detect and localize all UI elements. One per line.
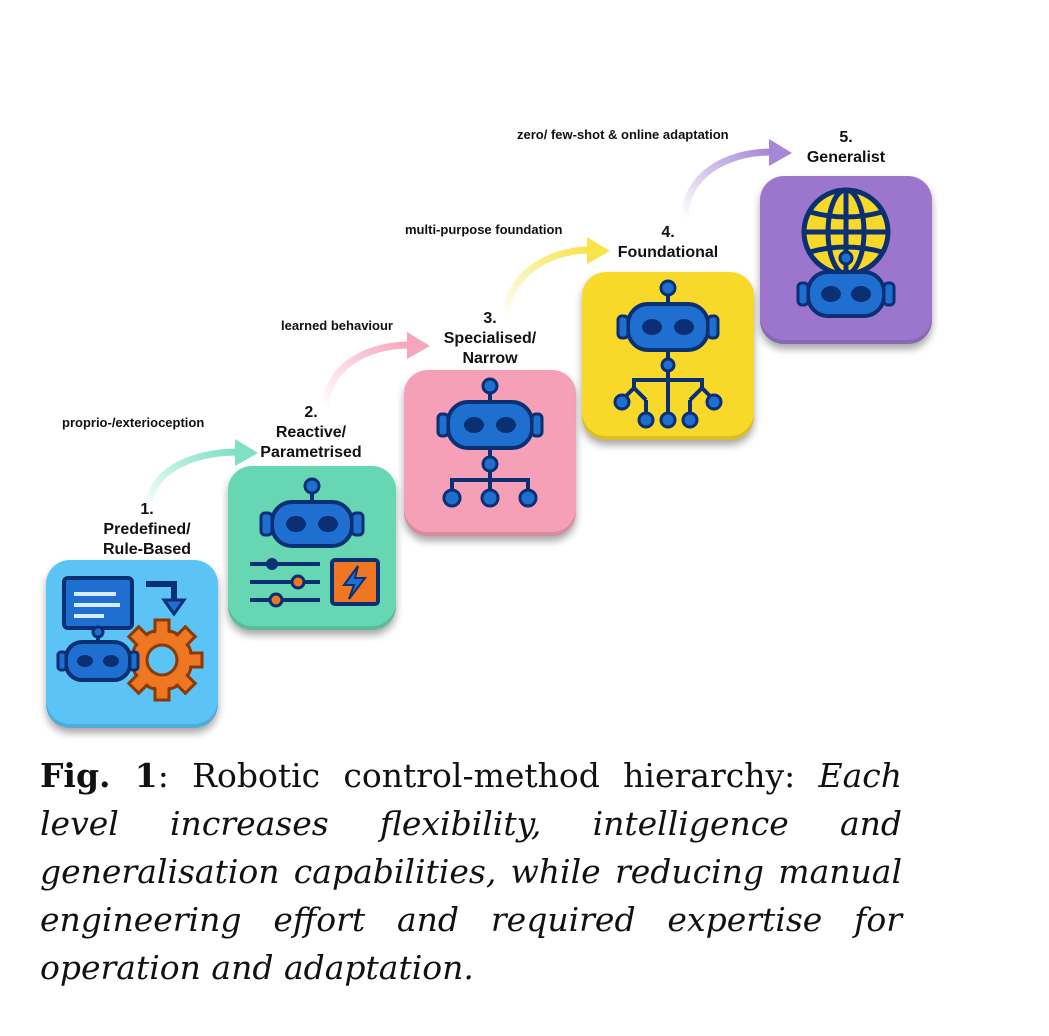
level-3-name-line2: Narrow bbox=[462, 350, 518, 367]
level-4-label: 4. Foundational bbox=[593, 223, 743, 263]
transition-label-3: multi-purpose foundation bbox=[405, 222, 563, 237]
level-5-number: 5. bbox=[839, 129, 853, 146]
level-2-name-line2: Parametrised bbox=[260, 444, 362, 461]
level-2-tile bbox=[228, 466, 396, 630]
level-1-name-line2: Rule-Based bbox=[102, 541, 192, 558]
reactive-robot-sliders-icon bbox=[250, 477, 380, 608]
transition-label-1: proprio-/exterioception bbox=[62, 415, 205, 430]
caption-body: Each level increases flexibility, intell… bbox=[40, 756, 902, 987]
arrow-2-to-3 bbox=[322, 332, 430, 412]
transition-arrows bbox=[144, 139, 792, 516]
level-5-tile bbox=[760, 176, 932, 344]
level-5-name-line1: Generalist bbox=[806, 149, 886, 166]
arrow-3-to-4 bbox=[502, 237, 610, 322]
level-4-name-line1: Foundational bbox=[617, 244, 719, 261]
foundational-robot-network-icon bbox=[613, 279, 723, 429]
caption-title: : Robotic control-method hierarchy: bbox=[157, 756, 819, 795]
level-1-label: 1. Predefined/ Rule-Based bbox=[72, 500, 222, 560]
level-4-number: 4. bbox=[661, 224, 675, 241]
figure-caption: Fig. 1: Robotic control-method hierarchy… bbox=[40, 752, 902, 992]
level-1-number: 1. bbox=[140, 501, 154, 518]
arrow-1-to-2 bbox=[144, 439, 258, 516]
level-5-label: 5. Generalist bbox=[771, 128, 921, 168]
figure-number: Fig. 1 bbox=[40, 756, 158, 795]
level-3-number: 3. bbox=[483, 310, 497, 327]
level-3-tile bbox=[404, 370, 576, 536]
level-4-tile bbox=[582, 272, 754, 440]
level-1-tile bbox=[46, 560, 218, 728]
generalist-robot-globe-icon bbox=[796, 187, 896, 318]
arrow-4-to-5 bbox=[681, 139, 792, 222]
specialised-robot-tree-icon bbox=[436, 377, 544, 508]
transition-label-4: zero/ few-shot & online adaptation bbox=[517, 127, 729, 142]
transition-label-2: learned behaviour bbox=[281, 318, 393, 333]
level-2-label: 2. Reactive/ Parametrised bbox=[236, 403, 386, 463]
level-2-number: 2. bbox=[304, 404, 318, 421]
level-3-name-line1: Specialised/ bbox=[443, 330, 537, 347]
level-2-name-line1: Reactive/ bbox=[275, 424, 347, 441]
rule-based-robot-gear-icon bbox=[56, 576, 204, 702]
level-1-name-line1: Predefined/ bbox=[103, 521, 191, 538]
level-3-label: 3. Specialised/ Narrow bbox=[415, 309, 565, 369]
